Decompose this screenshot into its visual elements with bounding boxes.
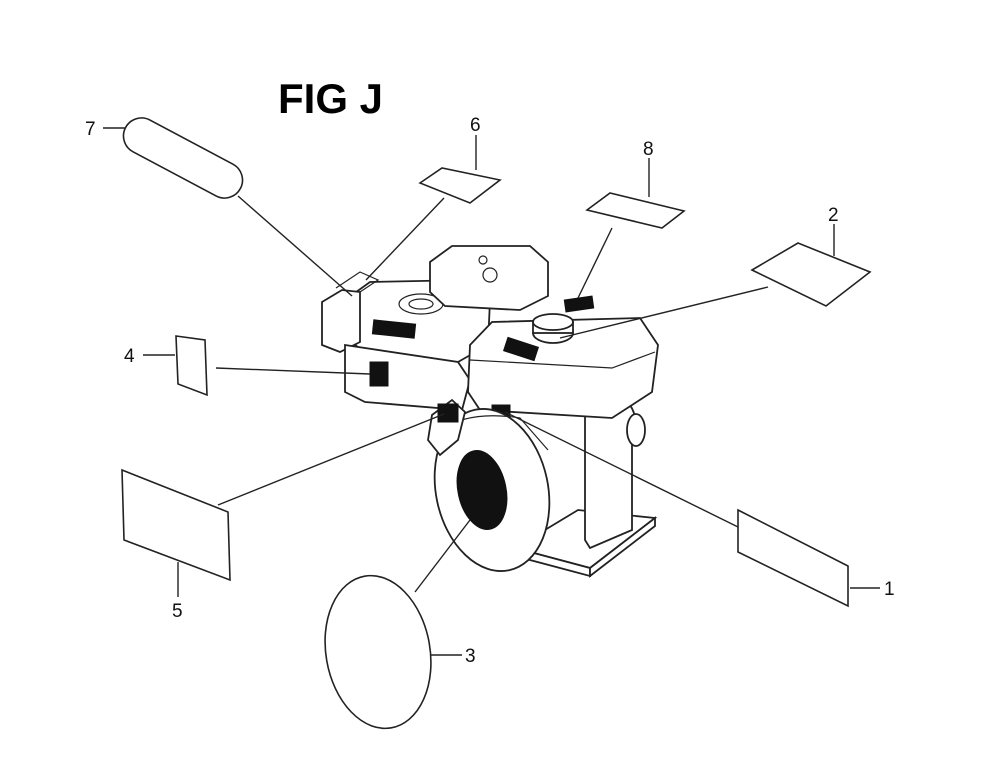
callout-6: 6 bbox=[470, 115, 481, 136]
callout-7: 7 bbox=[85, 119, 96, 140]
decal-8 bbox=[585, 192, 686, 229]
callout-1: 1 bbox=[884, 579, 895, 600]
starter-decal-mark bbox=[437, 403, 459, 423]
callout-4: 4 bbox=[124, 346, 135, 367]
engine-shaft-cap bbox=[626, 413, 646, 447]
lower-housing-decal-mark bbox=[369, 361, 389, 387]
callout-labels: 7 6 8 2 4 5 1 3 bbox=[85, 115, 895, 667]
callout-2: 2 bbox=[828, 205, 839, 226]
callout-8: 8 bbox=[643, 139, 654, 160]
fuel-cap-top bbox=[532, 313, 574, 331]
air-cleaner-knob-inner bbox=[408, 298, 434, 310]
leader-5-to-engine bbox=[217, 413, 445, 506]
leader-3-to-engine bbox=[414, 519, 471, 593]
fuel-tank-rear bbox=[429, 245, 549, 311]
tank-decal-mark-a bbox=[502, 336, 540, 362]
fuel-tank-seam bbox=[469, 351, 656, 369]
decal-6 bbox=[418, 167, 502, 204]
engine-base-plate-side bbox=[589, 516, 656, 578]
decal-3 bbox=[324, 574, 432, 730]
leader-lines bbox=[103, 127, 880, 656]
air-cleaner-decal-mark bbox=[371, 319, 417, 339]
carburetor-box bbox=[321, 289, 361, 353]
fuel-tank-vent bbox=[482, 267, 498, 283]
decal-7 bbox=[122, 117, 244, 199]
tank-decal-mark-b bbox=[563, 295, 595, 313]
decal-1 bbox=[737, 508, 849, 608]
decal-2 bbox=[750, 242, 872, 307]
callout-3: 3 bbox=[465, 646, 476, 667]
fuel-tank-vent-small bbox=[478, 255, 488, 265]
figure-title: FIG J bbox=[278, 75, 383, 122]
callout-5: 5 bbox=[172, 601, 183, 622]
decal-4 bbox=[175, 335, 208, 397]
leader-7-to-engine bbox=[237, 195, 353, 297]
leader-1-to-engine bbox=[504, 411, 739, 528]
engine-illustration bbox=[321, 245, 659, 578]
decal-5 bbox=[121, 468, 231, 582]
decals bbox=[121, 117, 872, 730]
leader-2-to-engine bbox=[559, 286, 769, 339]
leader-4-to-engine bbox=[215, 367, 371, 375]
leader-6-to-engine bbox=[365, 197, 445, 281]
leader-8-to-engine bbox=[577, 227, 613, 299]
recoil-starter-center bbox=[456, 450, 508, 530]
